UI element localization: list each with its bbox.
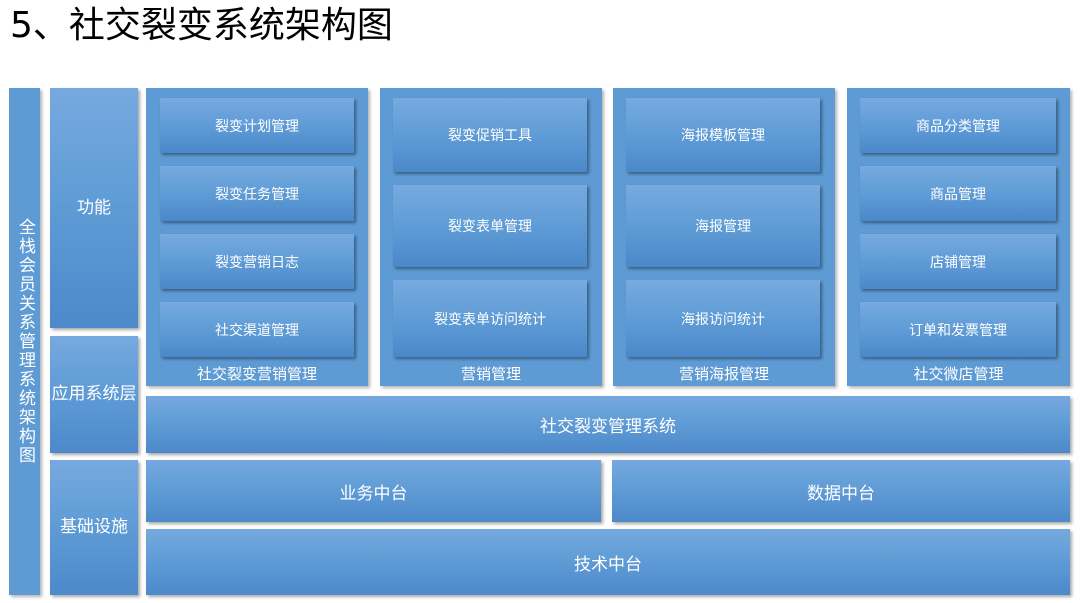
bar-label: 技术中台 [574,554,642,575]
vertical-title-bar: 全栈会员关系管理系统架构图 [9,88,40,595]
tile-poster-template-management[interactable]: 海报模板管理 [626,98,820,172]
tile-label: 商品管理 [930,186,986,203]
layer-box-application-system[interactable]: 应用系统层 [50,336,138,453]
tile-product-category-management[interactable]: 商品分类管理 [860,98,1056,153]
bar-business-middle-platform[interactable]: 业务中台 [146,460,601,522]
layer-label-application-system: 应用系统层 [51,384,137,405]
page-title: 5、社交裂变系统架构图 [10,5,393,46]
bar-label: 业务中台 [339,483,408,504]
tile-social-channel-management[interactable]: 社交渠道管理 [160,302,354,357]
tile-label: 海报访问统计 [681,311,765,328]
tile-label: 海报模板管理 [681,128,765,144]
vertical-title-label: 全栈会员关系管理系统架构图 [15,218,35,465]
group-caption-label: 社交裂变营销管理 [196,364,317,383]
tile-label: 裂变计划管理 [215,118,299,135]
bar-data-middle-platform[interactable]: 数据中台 [612,460,1070,522]
tile-label: 店铺管理 [930,254,986,271]
tile-product-management[interactable]: 商品管理 [860,166,1056,221]
layer-box-function[interactable]: 功能 [50,88,138,328]
tile-fission-plan-management[interactable]: 裂变计划管理 [160,98,354,153]
group-caption-marketing-poster-management: 营销海报管理 [613,360,835,386]
tile-fission-form-visit-statistics[interactable]: 裂变表单访问统计 [393,280,587,357]
layer-label-infrastructure: 基础设施 [60,517,128,538]
group-caption-label: 社交微店管理 [913,364,1004,383]
bar-label: 社交裂变管理系统 [540,417,676,437]
tile-fission-marketing-log[interactable]: 裂变营销日志 [160,234,354,289]
tile-label: 裂变营销日志 [215,254,299,271]
bar-social-fission-management-system[interactable]: 社交裂变管理系统 [146,396,1070,453]
tile-fission-task-management[interactable]: 裂变任务管理 [160,166,354,221]
bar-technology-middle-platform[interactable]: 技术中台 [146,529,1070,595]
tile-label: 裂变表单管理 [448,219,532,235]
tile-poster-visit-statistics[interactable]: 海报访问统计 [626,280,820,357]
group-caption-social-fission-marketing: 社交裂变营销管理 [146,360,368,386]
tile-store-management[interactable]: 店铺管理 [860,234,1056,289]
tile-label: 商品分类管理 [916,118,1000,135]
bar-label: 数据中台 [807,483,875,504]
tile-label: 海报管理 [695,219,751,235]
group-caption-social-micro-store-management: 社交微店管理 [847,360,1070,386]
tile-fission-promotion-tool[interactable]: 裂变促销工具 [393,98,587,172]
tile-label: 订单和发票管理 [909,322,1007,339]
layer-label-function: 功能 [77,197,111,218]
tile-label: 社交渠道管理 [215,322,299,339]
tile-label: 裂变表单访问统计 [434,311,546,328]
tile-label: 裂变促销工具 [448,128,532,144]
tile-fission-form-management[interactable]: 裂变表单管理 [393,185,587,267]
layer-box-infrastructure[interactable]: 基础设施 [50,460,138,595]
group-caption-marketing-management: 营销管理 [380,360,602,386]
tile-label: 裂变任务管理 [215,186,299,203]
group-caption-label: 营销海报管理 [678,364,769,383]
group-caption-label: 营销管理 [460,364,521,383]
tile-order-and-invoice-management[interactable]: 订单和发票管理 [860,302,1056,357]
tile-poster-management[interactable]: 海报管理 [626,185,820,267]
